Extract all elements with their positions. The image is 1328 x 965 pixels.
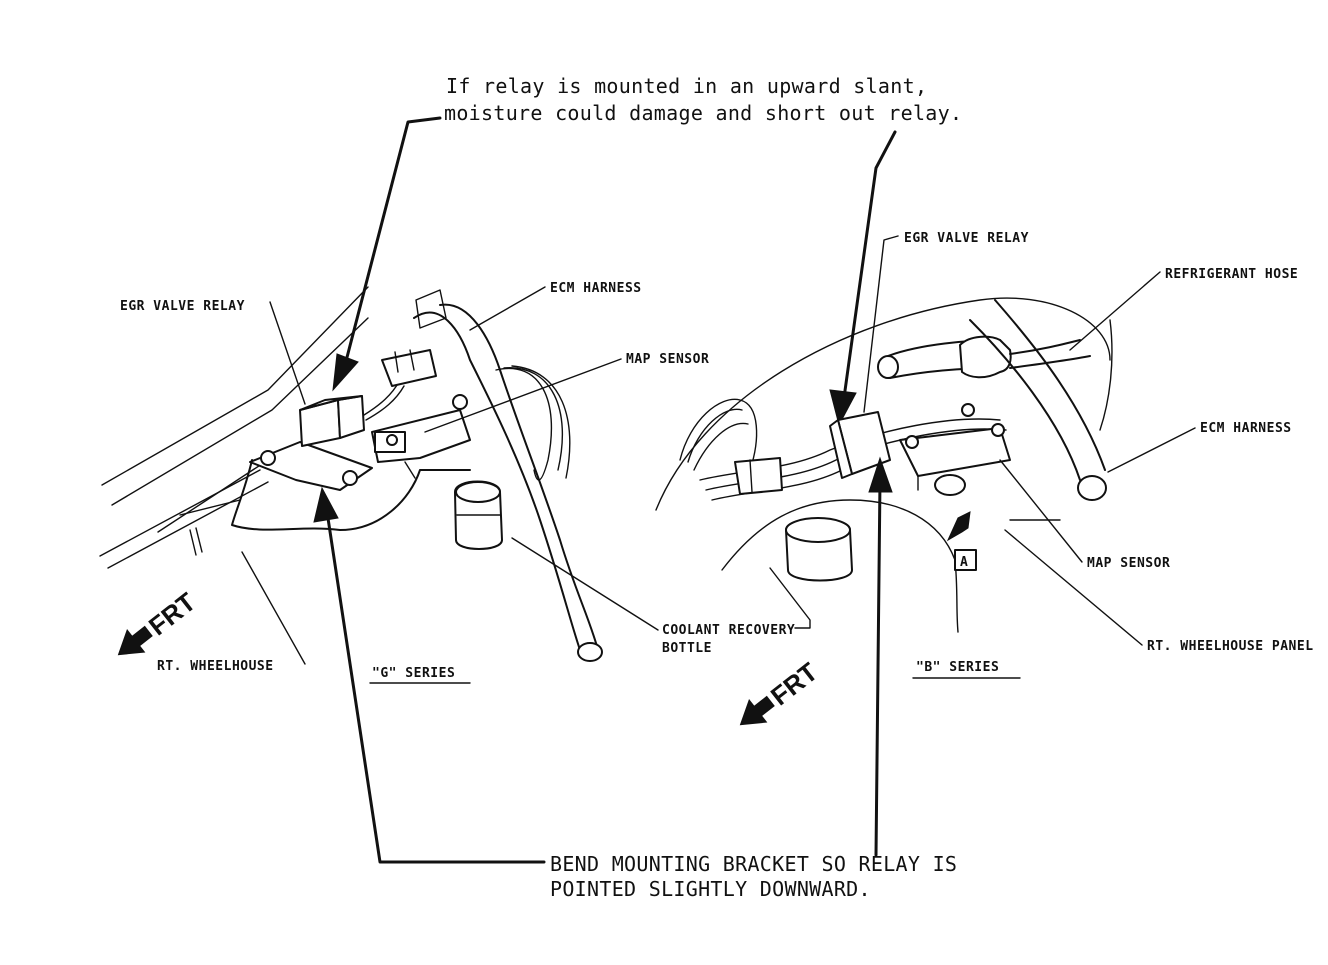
refrigerant-label: REFRIGERANT HOSE [1165,267,1298,282]
right-egr-label: EGR VALVE RELAY [904,231,1029,246]
left-frt-label: FRT [143,587,201,642]
left-wheelhouse-label: RT. WHEELHOUSE [157,659,274,674]
top-left-arrow [332,116,442,392]
coolant-label-line1: COOLANT RECOVERY [662,623,795,638]
view-marker-box [954,549,977,571]
bottom-right-arrow [868,456,893,857]
bottom-left-arrow [313,486,546,864]
top-note-line1: If relay is mounted in an upward slant, [446,74,927,98]
left-view-g-series: FRT [99,286,603,662]
right-ecm-label: ECM HARNESS [1200,421,1292,436]
bottom-note-line1: BEND MOUNTING BRACKET SO RELAY IS [550,852,957,876]
bottom-note-line2: POINTED SLIGHTLY DOWNWARD. [550,877,871,901]
right-wheelhouse-label: RT. WHEELHOUSE PANEL [1147,639,1314,654]
left-series-label: "G" SERIES [372,666,455,681]
top-note-line2: moisture could damage and short out rela… [444,101,962,125]
right-frt-label: FRT [765,657,823,712]
coolant-label-line2: BOTTLE [662,641,712,656]
right-series-label: "B" SERIES [916,660,999,675]
right-view-b-series: A FRT [655,297,1113,726]
view-marker-label: A [960,555,968,570]
left-map-label: MAP SENSOR [626,352,709,367]
top-right-arrow [829,130,897,427]
left-ecm-label: ECM HARNESS [550,281,642,296]
left-egr-label: EGR VALVE RELAY [120,299,245,314]
right-map-label: MAP SENSOR [1087,556,1170,571]
